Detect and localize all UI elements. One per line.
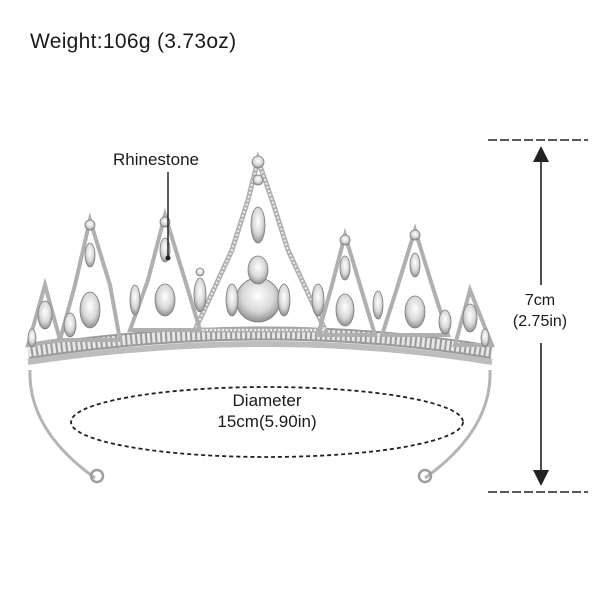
diameter-ellipse bbox=[70, 386, 464, 458]
height-dimension bbox=[488, 139, 588, 493]
height-label: 7cm (2.75in) bbox=[500, 290, 580, 332]
diameter-title: Diameter bbox=[232, 391, 302, 410]
arrow-down-icon bbox=[533, 470, 549, 486]
height-value-in: (2.75in) bbox=[512, 313, 568, 330]
tiara-gems bbox=[27, 155, 490, 348]
weight-title: Weight:106g (3.73oz) bbox=[30, 30, 237, 53]
tiara-band bbox=[26, 326, 494, 484]
diameter-value: 15cm(5.90in) bbox=[217, 412, 317, 431]
arrow-up-icon bbox=[533, 146, 549, 162]
rhinestone-label: Rhinestone bbox=[113, 150, 200, 169]
tiara-crown bbox=[25, 151, 495, 348]
diameter-label: Diameter 15cm(5.90in) bbox=[160, 390, 374, 432]
height-value-cm: 7cm bbox=[524, 292, 556, 309]
